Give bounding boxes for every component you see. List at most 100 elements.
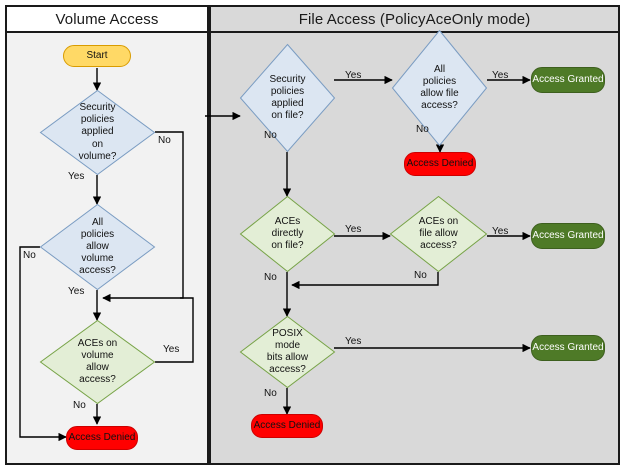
- text-line: POSIX: [272, 327, 303, 339]
- text-line: policies: [422, 75, 457, 87]
- text-line: Access: [532, 342, 565, 354]
- text-line: Security: [269, 73, 306, 85]
- edge-label-file-d2-yes: Yes: [492, 70, 509, 81]
- panel-volume-access-title: Volume Access: [7, 7, 207, 33]
- diamond-shape: [39, 203, 156, 291]
- diamond-shape: [239, 43, 336, 153]
- decision-posix-mode-bits-allow-access[interactable]: POSIX mode bits allow access?: [239, 315, 336, 389]
- decision-all-policies-allow-volume-access[interactable]: All policies allow volume access?: [39, 203, 156, 291]
- text-line: on file?: [271, 110, 304, 122]
- text-line: ACEs on: [418, 215, 459, 227]
- decision-aces-directly-on-file[interactable]: ACEs directly on file?: [239, 195, 336, 273]
- node-file-access-granted-policies-label: Access Granted: [532, 74, 603, 85]
- node-file-access-denied-policies-label: Access Denied: [407, 158, 474, 169]
- decision-security-policies-on-volume[interactable]: Security policies applied on volume?: [39, 89, 156, 176]
- text-line: Granted: [567, 342, 604, 354]
- edge-label-file-d5-yes: Yes: [345, 336, 362, 347]
- text-line: policies: [80, 114, 115, 126]
- text-line: Granted: [567, 230, 604, 242]
- diamond-shape: [39, 319, 156, 405]
- text-line: file allow: [419, 227, 458, 239]
- text-line: Access: [68, 432, 101, 444]
- node-file-access-granted-policies[interactable]: Access Granted: [531, 67, 605, 93]
- edge-label-file-d2-no: No: [416, 124, 429, 135]
- text-line: access?: [420, 240, 457, 252]
- text-line: on file?: [271, 240, 304, 252]
- decision-security-policies-on-file-label: Security policies applied on file?: [240, 44, 335, 152]
- text-line: Access: [532, 230, 565, 242]
- text-line: access?: [269, 364, 306, 376]
- text-line: bits allow: [266, 352, 309, 363]
- decision-all-policies-allow-file-access-label: All policies allow file access?: [392, 30, 487, 146]
- text-line: directly: [271, 227, 304, 239]
- text-line: policies: [270, 85, 305, 97]
- decision-aces-on-volume-allow-access-label: ACEs on volume allow access?: [40, 320, 155, 404]
- decision-all-policies-allow-file-access[interactable]: All policies allow file access?: [391, 29, 488, 147]
- text-line: on: [91, 138, 104, 150]
- text-line: All: [433, 63, 446, 75]
- text-line: Denied: [441, 158, 474, 170]
- diamond-shape: [391, 29, 488, 147]
- text-line: allow file: [420, 88, 459, 99]
- text-line: Granted: [567, 74, 604, 86]
- edge-label-file-d3-yes: Yes: [345, 224, 362, 235]
- edge-label-volume-d2-yes: Yes: [68, 286, 85, 297]
- edge-label-file-d1-no: No: [264, 130, 277, 141]
- node-volume-access-denied-label: Access Denied: [69, 432, 136, 443]
- node-volume-access-denied[interactable]: Access Denied: [66, 426, 138, 450]
- diamond-shape: [239, 315, 336, 389]
- text-line: ACEs: [274, 215, 301, 227]
- diamond-shape: [39, 89, 156, 176]
- edge-label-volume-d1-no: No: [158, 135, 171, 146]
- text-line: Denied: [288, 420, 321, 432]
- node-file-access-granted-aces[interactable]: Access Granted: [531, 223, 605, 249]
- decision-aces-on-volume-allow-access[interactable]: ACEs on volume allow access?: [39, 319, 156, 405]
- decision-posix-mode-bits-allow-access-label: POSIX mode bits allow access?: [240, 316, 335, 388]
- node-file-access-granted-posix-label: Access Granted: [532, 342, 603, 353]
- text-line: Access: [532, 74, 565, 86]
- edge-label-volume-d1-yes: Yes: [68, 171, 85, 182]
- decision-aces-on-file-allow-access-label: ACEs on file allow access?: [390, 196, 487, 272]
- panel-file-access-title: File Access (PolicyAceOnly mode): [211, 7, 618, 33]
- node-start[interactable]: Start: [63, 45, 131, 67]
- node-file-access-denied-policies[interactable]: Access Denied: [404, 152, 476, 176]
- text-line: Security: [79, 102, 116, 114]
- text-line: Denied: [103, 432, 136, 444]
- node-start-label: Start: [86, 50, 108, 62]
- decision-security-policies-on-volume-label: Security policies applied on volume?: [40, 90, 155, 175]
- decision-aces-directly-on-file-label: ACEs directly on file?: [240, 196, 335, 272]
- text-line: applied: [271, 98, 304, 109]
- edge-label-volume-d3-yes: Yes: [163, 344, 180, 355]
- text-line: ACEs on: [77, 337, 118, 349]
- edge-label-file-d1-yes: Yes: [345, 70, 362, 81]
- diamond-shape: [239, 195, 336, 273]
- text-line: volume: [81, 253, 114, 265]
- diamond-shape: [389, 195, 488, 273]
- decision-all-policies-allow-volume-access-label: All policies allow volume access?: [40, 204, 155, 290]
- text-line: access?: [421, 100, 458, 112]
- text-line: allow: [86, 362, 109, 373]
- decision-aces-on-file-allow-access[interactable]: ACEs on file allow access?: [389, 195, 488, 273]
- text-line: access?: [79, 265, 116, 277]
- text-line: policies: [80, 228, 115, 240]
- edge-label-file-d3-no: No: [264, 272, 277, 283]
- edge-label-volume-d3-no: No: [73, 400, 86, 411]
- node-file-access-granted-aces-label: Access Granted: [532, 230, 603, 241]
- edge-label-file-d5-no: No: [264, 388, 277, 399]
- text-line: access?: [79, 374, 116, 386]
- text-line: volume?: [78, 150, 117, 162]
- text-line: Access: [253, 420, 286, 432]
- node-file-access-granted-posix[interactable]: Access Granted: [531, 335, 605, 361]
- node-file-access-denied-posix-label: Access Denied: [254, 420, 321, 431]
- edge-label-volume-d2-no: No: [23, 250, 36, 261]
- text-line: All: [91, 216, 104, 228]
- text-line: Access: [406, 158, 439, 170]
- text-line: volume: [81, 349, 114, 361]
- text-line: mode: [274, 339, 300, 351]
- node-file-access-denied-posix[interactable]: Access Denied: [251, 414, 323, 438]
- edge-label-file-d4-no: No: [414, 270, 427, 281]
- text-line: applied: [81, 126, 114, 138]
- edge-label-file-d4-yes: Yes: [492, 226, 509, 237]
- decision-security-policies-on-file[interactable]: Security policies applied on file?: [239, 43, 336, 153]
